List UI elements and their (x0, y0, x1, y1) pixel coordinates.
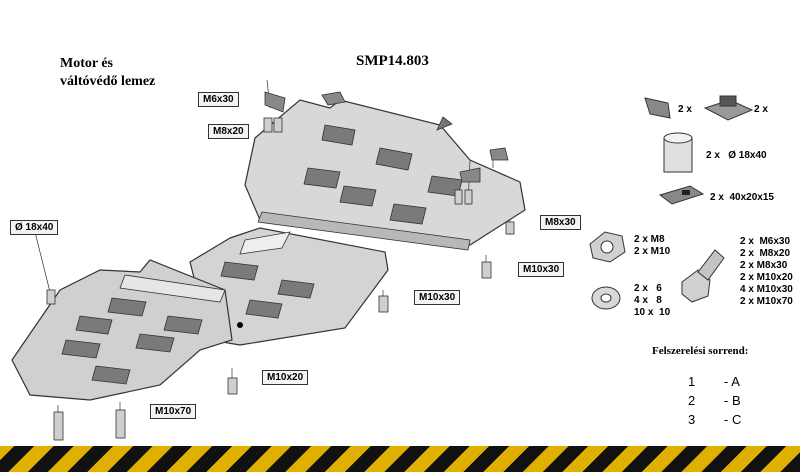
label-m8x20: M8x20 (208, 124, 249, 139)
label-m8x30: M8x30 (540, 215, 581, 230)
bracket-picture (644, 97, 671, 119)
label-m10x70: M10x70 (150, 404, 197, 419)
order-letter: - A (724, 374, 740, 389)
order-letter: - B (724, 393, 741, 408)
hazard-stripe-border (0, 446, 800, 472)
plate-picture (658, 185, 705, 205)
bracket-qty: 2 x (678, 104, 692, 115)
spacer-picture (663, 132, 693, 173)
order-number: 3 (688, 412, 696, 427)
order-letter: - C (724, 412, 742, 427)
product-code: SMP14.803 (356, 53, 429, 69)
plate-qty: 2 x 40x20x15 (710, 192, 774, 203)
install-order-row-2: 2 - B (688, 393, 741, 408)
label-m6x30: M6x30 (198, 92, 239, 107)
rear-skid-plate (244, 99, 526, 251)
order-number: 1 (688, 374, 696, 389)
install-order-title: Felszerelési sorrend: (652, 345, 749, 357)
drawing-title: Motor és váltóvédő lemez (60, 55, 155, 91)
nuts-list: 2 x M8 2 x M10 (634, 234, 671, 257)
label-m10x20: M10x20 (262, 370, 309, 385)
front-skid-plate (11, 259, 243, 401)
bolt-picture (681, 249, 725, 303)
title-line-1: Motor és (60, 56, 113, 71)
bolts-list: 2 x M6x30 2 x M8x20 2 x M8x30 2 x M10x20… (740, 236, 793, 307)
order-number: 2 (688, 393, 696, 408)
label-m10x30-center: M10x30 (414, 290, 461, 305)
install-order-row-1: 1 - A (688, 374, 740, 389)
label-m10x30-right: M10x30 (518, 262, 565, 277)
cage-nut-qty: 2 x (754, 104, 768, 115)
title-line-2: váltóvédő lemez (60, 74, 156, 89)
spacer-qty: 2 x Ø 18x40 (706, 150, 767, 161)
label-o18x40: Ø 18x40 (10, 220, 59, 235)
washers-list: 2 x 6 4 x 8 10 x 10 (634, 283, 671, 318)
install-order-row-3: 3 - C (688, 412, 741, 427)
washer-picture (591, 286, 621, 310)
nut-picture (589, 231, 626, 263)
cage-nut-picture (703, 95, 754, 121)
